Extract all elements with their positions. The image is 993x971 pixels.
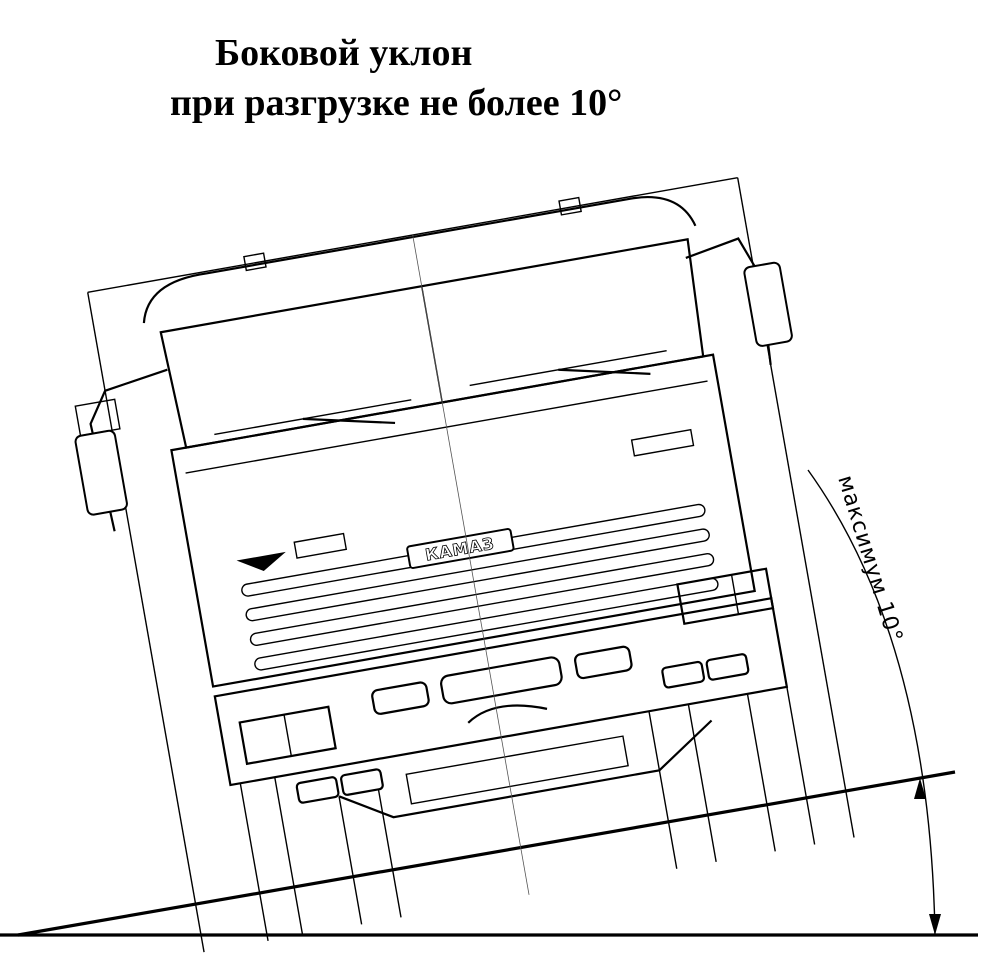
title-line-2: при разгрузке не более 10° bbox=[170, 82, 623, 124]
wiper-left bbox=[214, 399, 412, 436]
bumper-center-vent bbox=[440, 656, 563, 705]
inclined-surface-line bbox=[17, 770, 956, 937]
angle-indicator: максимум 10° bbox=[807, 469, 941, 936]
title-line-1: Боковой уклон bbox=[215, 32, 473, 74]
angle-arc bbox=[807, 469, 936, 936]
right-mirror bbox=[685, 237, 793, 365]
arrow-up-icon bbox=[914, 778, 926, 799]
headlight-right bbox=[676, 567, 775, 626]
angle-label: максимум 10° bbox=[832, 472, 907, 646]
arrow-down-icon bbox=[929, 914, 941, 935]
center-line bbox=[412, 234, 530, 895]
axle bbox=[405, 735, 629, 805]
wiper-right bbox=[469, 349, 667, 387]
radiator-grille bbox=[241, 503, 719, 671]
left-mirror bbox=[74, 368, 168, 532]
kamaz-emblem-icon bbox=[236, 551, 286, 571]
truck-front-view: КАМАЗ bbox=[74, 177, 855, 953]
cab-roof bbox=[142, 195, 697, 324]
brand-plate bbox=[406, 528, 515, 569]
windshield bbox=[159, 238, 705, 449]
cab-body bbox=[170, 353, 756, 688]
wheels bbox=[239, 686, 816, 941]
